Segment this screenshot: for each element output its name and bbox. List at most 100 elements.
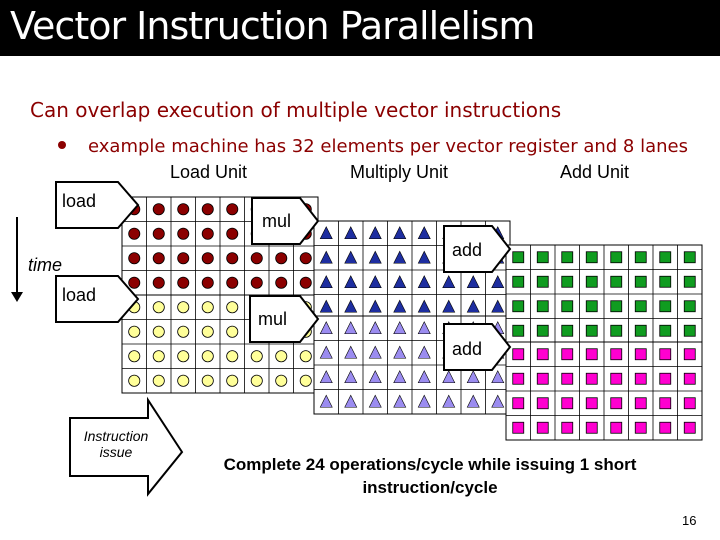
mul2-register-element <box>344 394 358 408</box>
add1-label: add <box>452 240 483 260</box>
mul1-register-element <box>442 299 456 313</box>
load1-register-element <box>299 252 312 265</box>
load-unit-label: Load Unit <box>170 162 248 182</box>
add2-register-element <box>512 372 525 385</box>
load2-register-element <box>299 350 312 363</box>
add2-register-element <box>659 372 672 385</box>
add2-register-element <box>585 421 598 434</box>
time-arrow-head <box>11 292 23 302</box>
load2-register-element <box>128 325 141 338</box>
load1-register-element <box>201 276 214 289</box>
add2-register-element <box>585 348 598 361</box>
mul1-register-element <box>393 299 407 313</box>
multiply-unit-label: Multiply Unit <box>350 162 449 182</box>
load1-register-element <box>128 276 141 289</box>
add1-register-element <box>561 300 574 313</box>
load1-register-element <box>201 227 214 240</box>
load1-register-element <box>128 252 141 265</box>
mul1-register-element <box>393 250 407 264</box>
add2-register-element <box>585 397 598 410</box>
add1-register-element <box>659 324 672 337</box>
mul2-register-element <box>319 394 333 408</box>
load2-register-element <box>201 374 214 387</box>
mul1-register-element <box>466 275 480 289</box>
load2-arrow <box>55 275 140 323</box>
add1-arrow <box>443 225 512 273</box>
load1-register-element <box>201 252 214 265</box>
slide-subtitle: Can overlap execution of multiple vector… <box>30 98 562 122</box>
add1-register-element <box>536 324 549 337</box>
mul1-register-element <box>368 226 382 240</box>
mul1-register-element <box>368 250 382 264</box>
load1-register-element <box>226 276 239 289</box>
mul1-register-element <box>393 275 407 289</box>
mul2-register-element <box>393 345 407 359</box>
mul2-register-element <box>319 370 333 384</box>
add1-register-element <box>634 275 647 288</box>
mul2-register-element <box>368 370 382 384</box>
add2-register-element <box>659 348 672 361</box>
mul1-register-element <box>319 250 333 264</box>
mul1-register-element <box>344 250 358 264</box>
load2-register-element <box>250 374 263 387</box>
add2-register-element <box>634 348 647 361</box>
add-unit-label: Add Unit <box>560 162 630 182</box>
add2-register-element <box>683 397 696 410</box>
bullet-text: example machine has 32 elements per vect… <box>88 136 688 157</box>
add1-register-element <box>683 251 696 264</box>
load1-register-element <box>152 252 165 265</box>
mul2-register-element <box>368 321 382 335</box>
add2-label: add <box>452 339 483 359</box>
load1-register-element <box>226 227 239 240</box>
add2-register-element <box>610 397 623 410</box>
add1-register-element <box>561 251 574 264</box>
mul1-register-element <box>417 275 431 289</box>
mul2-register-element <box>417 345 431 359</box>
load1-register-element <box>177 203 190 216</box>
mul2-register-element <box>417 394 431 408</box>
add1-register-element <box>659 251 672 264</box>
mul1-register-element <box>319 226 333 240</box>
time-label: time <box>28 255 63 275</box>
mul2-register-element <box>393 370 407 384</box>
mul2-register-element <box>466 370 480 384</box>
load1-register-element <box>275 276 288 289</box>
add1-register-element <box>585 251 598 264</box>
add2-register-element <box>561 397 574 410</box>
load2-register-element <box>128 350 141 363</box>
load2-register-element <box>226 325 239 338</box>
add1-register-element <box>610 300 623 313</box>
add2-register-element <box>512 397 525 410</box>
add1-register-element <box>634 251 647 264</box>
add2-register-element <box>610 372 623 385</box>
mul2-register-element <box>491 394 505 408</box>
add2-register-element <box>683 348 696 361</box>
mul2-register-element <box>319 345 333 359</box>
mul1-register-element <box>344 299 358 313</box>
instruction-issue-label: Instruction issue <box>83 428 149 460</box>
load2-register-element <box>177 374 190 387</box>
add2-register-element <box>536 372 549 385</box>
load2-register-element <box>152 374 165 387</box>
add1-register-element <box>659 275 672 288</box>
load2-register-element <box>275 374 288 387</box>
add1-register-element <box>634 300 647 313</box>
add2-register-element <box>610 348 623 361</box>
load1-register-element <box>177 276 190 289</box>
issue-arrow <box>69 396 184 497</box>
load2-register-element <box>226 374 239 387</box>
load2-register-element <box>299 374 312 387</box>
mul2-register-element <box>417 370 431 384</box>
add1-register-element <box>585 324 598 337</box>
add2-register-element <box>659 397 672 410</box>
load2-register-element <box>250 350 263 363</box>
add1-register-element <box>512 275 525 288</box>
add2-register-element <box>536 397 549 410</box>
add2-register-element <box>634 421 647 434</box>
mul1-register-element <box>491 299 505 313</box>
add1-register-element <box>512 324 525 337</box>
load2-register-element <box>201 301 214 314</box>
mul1-register-element <box>368 299 382 313</box>
mul2-register-element <box>344 345 358 359</box>
